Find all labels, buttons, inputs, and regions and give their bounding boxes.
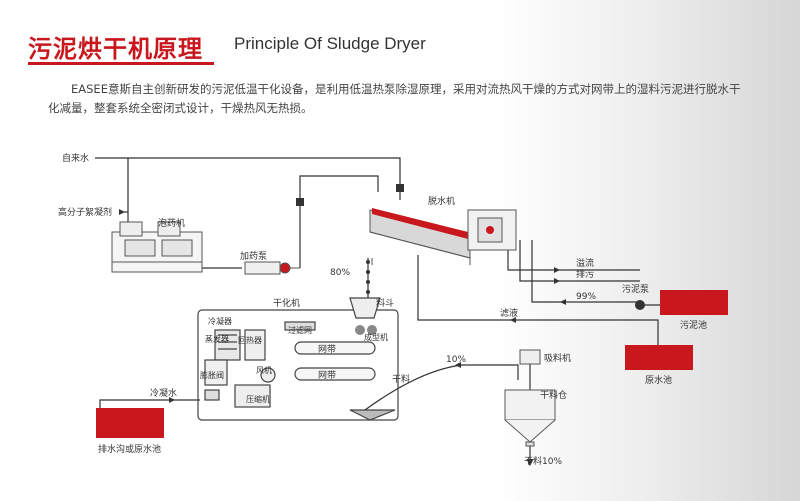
arrow-filtrate	[510, 317, 516, 323]
arrow-99	[560, 299, 566, 305]
valve-dose	[296, 198, 304, 206]
sludge-tank	[660, 290, 728, 315]
dry-conveyor	[364, 364, 519, 411]
filtrate-line	[417, 255, 659, 345]
label-moisture-80: 80%	[330, 268, 350, 278]
label-filtrate: 滤液	[500, 307, 518, 319]
label-reheater: 回热器	[238, 335, 262, 345]
sludge-pump-icon	[635, 300, 645, 310]
label-mesh-belt-2: 网带	[318, 370, 336, 381]
arrow-dry	[455, 362, 461, 368]
title-underline	[28, 62, 214, 65]
return-99-line	[531, 240, 640, 303]
moisture-dots	[366, 260, 370, 294]
label-dewatering-machine: 脱水机	[428, 195, 455, 207]
drain-tank	[96, 408, 164, 438]
label-compressor: 压缩机	[246, 394, 270, 404]
label-dry-material: 干料	[392, 373, 410, 385]
label-tap-water: 自来水	[62, 152, 89, 164]
arrow-condense	[169, 397, 175, 403]
dryer-enclosure	[197, 297, 399, 421]
page-subtitle: Principle Of Sludge Dryer	[234, 34, 426, 53]
label-condenser: 冷凝器	[208, 316, 232, 326]
label-moisture-99: 99%	[576, 292, 596, 302]
label-evaporator: 蒸发器	[205, 334, 229, 344]
tap-water-pipe	[95, 157, 401, 185]
raw-water-tank	[625, 345, 693, 370]
label-dryer: 干化机	[273, 297, 300, 309]
label-polymer-flocculant: 高分子絮凝剂	[58, 206, 112, 218]
label-fan: 风机	[256, 365, 272, 375]
label-condensed-water: 冷凝水	[150, 387, 177, 399]
overflow-line	[507, 240, 640, 271]
discharge-line	[519, 240, 640, 282]
label-overflow: 溢流	[576, 257, 594, 269]
arrow-overflow	[554, 267, 560, 273]
label-forming-machine: 成型机	[364, 332, 388, 342]
description-paragraph: EASEE意斯自主创新研发的污泥低温干化设备，是利用低温热泵除湿原理，采用对流热…	[48, 82, 741, 115]
arrow-flocculant	[119, 209, 125, 215]
label-dosing-pump: 加药泵	[240, 251, 267, 262]
label-expansion-valve: 膨胀阀	[200, 370, 224, 380]
valve-tap	[396, 184, 404, 192]
label-raw-water-tank: 原水池	[645, 374, 672, 386]
label-moisture-10: 10%	[446, 355, 466, 365]
arrow-discharge	[554, 278, 560, 284]
label-sludge-tank: 污泥池	[680, 319, 707, 331]
pump-to-dewater	[299, 175, 379, 268]
page-title: 污泥烘干机原理	[28, 35, 203, 63]
label-dry-material-10: 干料10%	[524, 455, 562, 467]
label-dosing-machine: 泡药机	[158, 217, 185, 229]
label-mesh-belt-1: 网带	[318, 344, 336, 355]
dewatering-machine	[369, 208, 517, 265]
condensed-water-line	[99, 399, 200, 408]
label-feed-hopper: 料斗	[376, 297, 394, 309]
label-suction-machine: 吸料机	[544, 352, 571, 364]
label-filter-net: 过滤网	[288, 325, 312, 335]
dosing-pump	[244, 261, 300, 275]
valves	[296, 184, 645, 310]
label-sludge-pump: 污泥泵	[622, 283, 649, 295]
label-dry-silo: 干料仓	[540, 389, 567, 401]
pipelines	[95, 157, 660, 467]
silo-assembly	[504, 349, 556, 447]
label-drain-tank: 排水沟或原水池	[98, 443, 161, 455]
label-discharge: 排污	[576, 268, 594, 280]
dosing-machine	[111, 221, 203, 273]
